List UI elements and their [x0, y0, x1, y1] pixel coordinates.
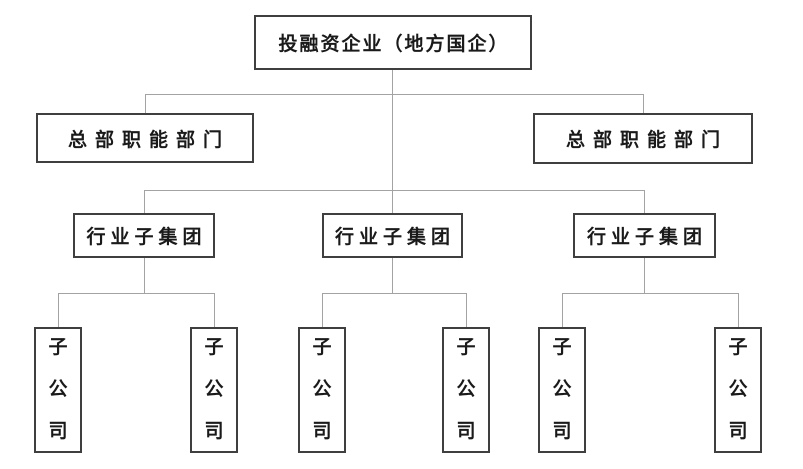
connector-group2-horizontal: [322, 293, 466, 294]
org-box-subsidiary-6: 子公司: [714, 327, 762, 453]
subsidiary-label: 子公司: [204, 337, 224, 442]
org-box-subsidiary-1: 子公司: [34, 327, 82, 453]
connector-subgroup3-drop: [644, 190, 645, 213]
connector-level3-horizontal: [144, 190, 644, 191]
subsidiary-label: 子公司: [728, 337, 748, 442]
org-box-hq-department-left: 总部职能部门: [36, 113, 254, 163]
connector-hq-right-drop: [643, 94, 644, 113]
connector-group3-horizontal: [562, 293, 739, 294]
org-box-industry-subgroup-2: 行业子集团: [322, 213, 463, 258]
connector-group1-trunk: [144, 258, 145, 293]
connector-group3-trunk: [644, 258, 645, 293]
org-box-root: 投融资企业（地方国企）: [254, 15, 532, 70]
connector-subsidiary3-drop: [322, 293, 323, 327]
connector-subsidiary1-drop: [58, 293, 59, 327]
connector-group1-horizontal: [58, 293, 214, 294]
connector-hq-left-drop: [145, 94, 146, 113]
org-box-industry-subgroup-3: 行业子集团: [573, 213, 716, 258]
subsidiary-label: 子公司: [312, 337, 332, 442]
org-box-hq-department-right: 总部职能部门: [533, 113, 753, 164]
connector-root-trunk: [392, 70, 393, 190]
connector-subgroup2-drop: [392, 190, 393, 213]
connector-group2-trunk: [392, 258, 393, 293]
subsidiary-label: 子公司: [48, 337, 68, 442]
org-box-subsidiary-5: 子公司: [538, 327, 586, 453]
connector-subsidiary5-drop: [562, 293, 563, 327]
connector-subgroup1-drop: [144, 190, 145, 213]
connector-subsidiary6-drop: [738, 293, 739, 327]
connector-level2-horizontal: [145, 94, 643, 95]
connector-subsidiary2-drop: [214, 293, 215, 327]
subsidiary-label: 子公司: [552, 337, 572, 442]
org-box-industry-subgroup-1: 行业子集团: [73, 213, 215, 258]
org-box-subsidiary-4: 子公司: [442, 327, 490, 453]
org-box-subsidiary-2: 子公司: [190, 327, 238, 453]
connector-subsidiary4-drop: [466, 293, 467, 327]
org-box-subsidiary-3: 子公司: [298, 327, 346, 453]
subsidiary-label: 子公司: [456, 337, 476, 442]
